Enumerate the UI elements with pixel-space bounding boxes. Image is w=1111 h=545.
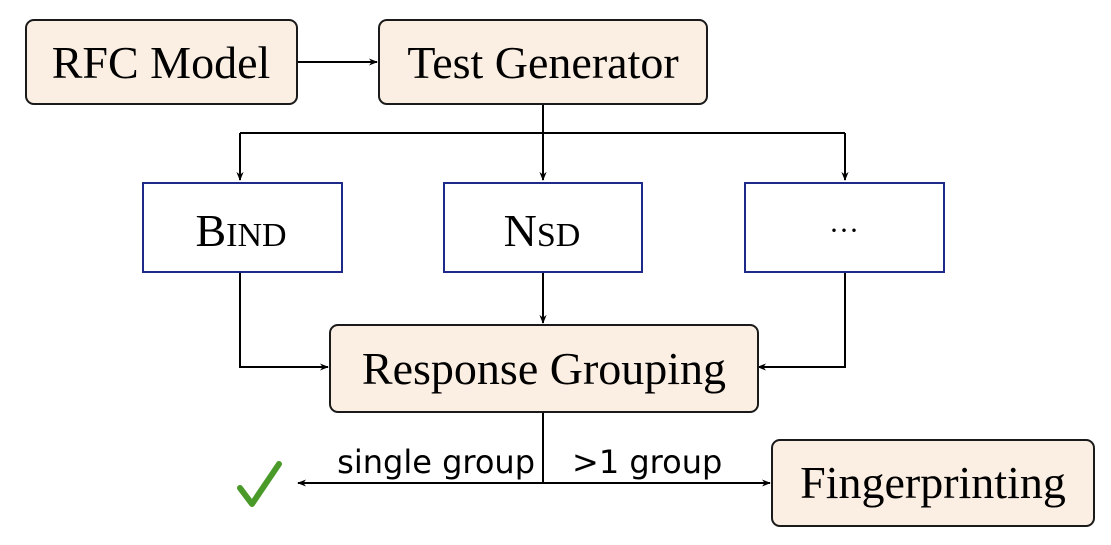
response-grouping-label: Response Grouping bbox=[362, 343, 726, 394]
nsd-server-label: NSD bbox=[504, 205, 581, 256]
nsd-server-node: NSD bbox=[443, 182, 643, 273]
response-grouping-node: Response Grouping bbox=[329, 324, 759, 413]
edge-bind-to-grouping bbox=[239, 272, 329, 371]
edge-more-to-grouping bbox=[757, 272, 846, 371]
bind-server-node: BIND bbox=[142, 182, 343, 273]
bind-server-label: BIND bbox=[195, 205, 286, 256]
rfc-model-node: RFC Model bbox=[25, 19, 298, 105]
check-icon bbox=[237, 461, 282, 507]
multi-group-label: >1 group bbox=[572, 443, 722, 481]
more-servers-label: ··· bbox=[829, 214, 859, 247]
edges bbox=[236, 58, 849, 487]
single-group-label: single group bbox=[337, 443, 535, 481]
rfc-model-label: RFC Model bbox=[52, 37, 271, 88]
test-generator-node: Test Generator bbox=[378, 19, 708, 105]
more-servers-node: ··· bbox=[744, 182, 945, 273]
test-generator-label: Test Generator bbox=[407, 37, 678, 88]
fingerprinting-label: Fingerprinting bbox=[800, 457, 1066, 508]
fingerprinting-node: Fingerprinting bbox=[771, 439, 1095, 527]
